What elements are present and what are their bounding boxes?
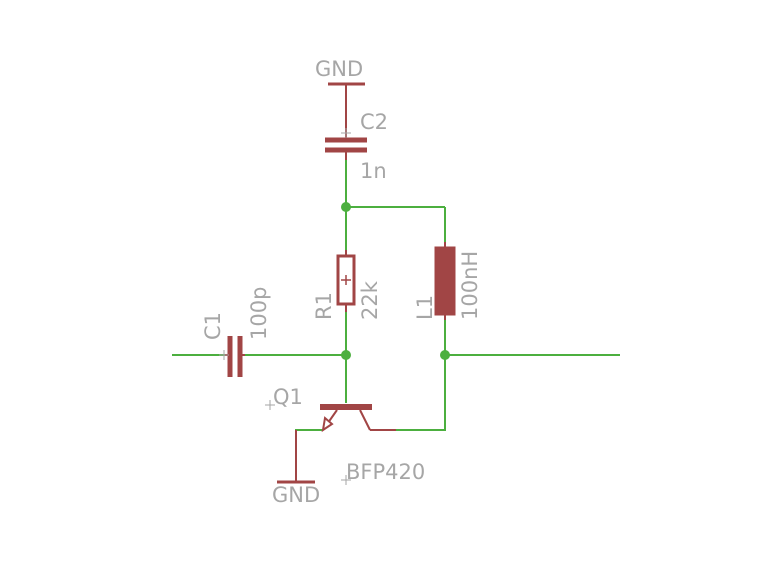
q1-value-label: BFP420 [346,460,425,484]
c1-value-label: 100p [247,287,271,340]
gnd-bottom-label: GND [272,483,320,507]
q1-value-origin-marker [341,475,351,485]
gnd-symbol-top [328,82,365,125]
wire-emitter-to-gnd [295,429,323,482]
gnd-top-label: GND [315,57,363,81]
junction-top [341,202,351,212]
wires [172,150,620,482]
c2-name-label: C2 [360,110,388,134]
junctions [341,202,450,360]
q1-name-label: Q1 [273,385,303,409]
junction-base [341,350,351,360]
junction-output [440,350,450,360]
c2-value-label: 1n [360,159,387,183]
inductor-l1 [434,242,456,320]
r1-origin-marker [341,275,351,285]
r1-name-label: R1 [312,292,336,320]
q1-origin-marker [265,400,275,410]
wire-output-node-to-collector [396,355,446,431]
gnd-symbol-bottom [277,430,315,484]
transistor-q1 [320,404,396,433]
r1-value-label: 22k [358,280,382,320]
c1-name-label: C1 [201,312,225,340]
capacitor-c1 [225,336,245,377]
c1-origin-marker [219,350,229,360]
c2-origin-marker [341,128,351,138]
resistor-r1 [336,250,356,312]
l1-name-label: L1 [413,295,437,320]
l1-value-label: 100nH [458,251,482,320]
